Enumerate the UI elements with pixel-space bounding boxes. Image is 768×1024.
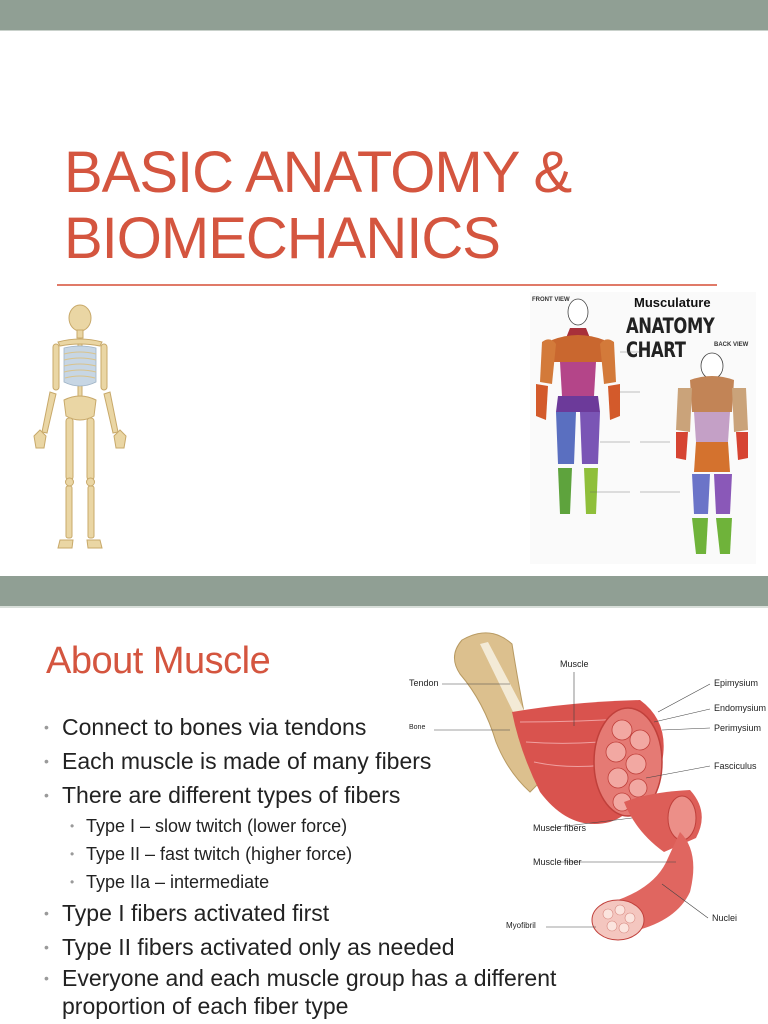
chart-title: ANATOMY CHART xyxy=(626,314,715,362)
sub-bullet-item: •Type I – slow twitch (lower force) xyxy=(44,812,644,840)
anatomy-chart-image: FRONT VIEW Musculature ANATOMY CHART BAC… xyxy=(530,292,756,564)
label-myofibril: Myofibril xyxy=(506,921,536,930)
title-line-2: BIOMECHANICS xyxy=(64,206,501,271)
sub-bullet-item: •Type II – fast twitch (higher force) xyxy=(44,840,644,868)
title-line-1: BASIC ANATOMY & xyxy=(64,140,572,205)
label-nuclei: Nuclei xyxy=(712,913,738,923)
musculature-figures xyxy=(536,298,748,554)
bullet-item: •Type II fibers activated only as needed xyxy=(44,930,644,964)
bullet-list: •Connect to bones via tendons •Each musc… xyxy=(44,710,644,1020)
label-tendon: Tendon xyxy=(409,678,439,688)
label-muscle-fiber: Muscle fiber xyxy=(533,857,582,867)
slide-header-band xyxy=(0,0,768,31)
label-bone: Bone xyxy=(409,724,426,731)
label-perimysium: Perimysium xyxy=(714,723,762,733)
muscle-structure-diagram: Tendon Bone Muscle Epimysium Endomysium … xyxy=(400,622,768,952)
slide-2-title: About Muscle xyxy=(46,640,271,682)
bullet-item: •There are different types of fibers xyxy=(44,778,644,812)
bullet-item: •Connect to bones via tendons xyxy=(44,710,644,744)
label-endomysium: Endomysium xyxy=(714,703,767,713)
bullet-dot-icon: • xyxy=(44,787,49,803)
sub-bullet-item: •Type IIa – intermediate xyxy=(44,868,644,896)
skeleton-image xyxy=(33,304,127,549)
bullet-dot-icon: • xyxy=(44,905,49,921)
back-view-label: BACK VIEW xyxy=(714,342,749,348)
bullet-dot-icon: • xyxy=(70,847,75,861)
bullet-item: •Everyone and each muscle group has a di… xyxy=(44,965,557,1019)
label-muscle: Muscle xyxy=(560,659,589,669)
slide-divider-band xyxy=(0,576,768,608)
bullet-item: •Type I fibers activated first xyxy=(44,896,644,930)
slide-1-title: BASIC ANATOMY & BIOMECHANICS xyxy=(64,140,724,272)
label-fasciculus: Fasciculus xyxy=(714,761,757,771)
label-muscle-fibers: Muscle fibers xyxy=(533,823,587,833)
bullet-item: •Each muscle is made of many fibers xyxy=(44,744,644,778)
bullet-dot-icon: • xyxy=(44,970,49,986)
label-epimysium: Epimysium xyxy=(714,678,759,688)
title-underline xyxy=(57,284,717,286)
bullet-dot-icon: • xyxy=(44,753,49,769)
bullet-dot-icon: • xyxy=(44,719,49,735)
muscle-illustration xyxy=(434,632,711,941)
front-view-label: FRONT VIEW xyxy=(532,297,570,303)
bullet-dot-icon: • xyxy=(44,939,49,955)
bullet-dot-icon: • xyxy=(70,819,75,833)
bullet-dot-icon: • xyxy=(70,875,75,889)
chart-subtitle: Musculature xyxy=(634,295,711,310)
